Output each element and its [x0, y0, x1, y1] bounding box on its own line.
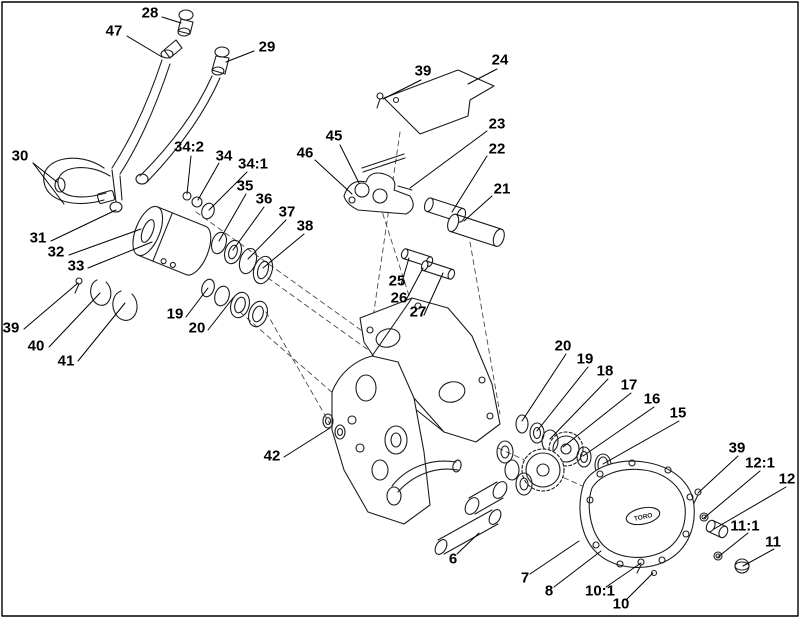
leader-line: [161, 16, 182, 24]
leader-line: [32, 162, 65, 205]
leader-line: [32, 162, 58, 183]
leader-line: [232, 206, 265, 251]
leader-line: [456, 532, 480, 555]
leader-line: [742, 548, 775, 567]
fitting-29: [211, 46, 230, 76]
leader-line: [48, 292, 101, 348]
pivot-pins: [400, 197, 505, 280]
seal-stack: [210, 231, 274, 285]
toro-logo-badge: [625, 506, 661, 526]
leader-line: [521, 353, 567, 422]
retaining-rings: [74, 277, 138, 321]
leader-line: [218, 193, 247, 242]
leader-line: [529, 540, 580, 575]
leader-line: [50, 209, 117, 242]
leader-line: [68, 228, 142, 256]
main-frame: [331, 297, 501, 525]
leader-line: [314, 159, 353, 195]
hose-30-loop: [43, 157, 116, 205]
leader-line: [717, 532, 749, 558]
washers-42: [322, 413, 346, 440]
gear-cover: TORO: [579, 459, 695, 568]
leader-line: [409, 130, 488, 189]
leader-line: [463, 195, 493, 222]
leader-line: [549, 378, 609, 440]
leader-line: [404, 267, 424, 303]
leader-line: [208, 171, 248, 211]
bearing-row: [201, 278, 269, 328]
bolt-11: [734, 558, 750, 574]
leader-line: [339, 144, 360, 184]
leader-line: [126, 35, 163, 58]
toro-logo-text: TORO: [633, 512, 653, 523]
hose-end-fitting: [135, 173, 149, 185]
leader-line: [23, 282, 79, 330]
plate-screw: [376, 92, 384, 109]
leader-line: [605, 562, 642, 588]
fitting-28: [177, 9, 194, 37]
cover-plate: [383, 69, 495, 135]
leader-line: [400, 257, 410, 286]
leader-line: [247, 219, 287, 260]
leader-line: [703, 470, 761, 519]
leader-line: [207, 297, 234, 331]
leader-line: [197, 162, 220, 201]
hydraulic-hose-assembly: [43, 9, 230, 213]
leader-line: [625, 572, 654, 601]
leader-line: [77, 302, 126, 362]
leader-line: [602, 420, 680, 465]
leader-line: [283, 427, 331, 458]
leader-line: [713, 486, 787, 530]
right-fasteners: [693, 488, 750, 574]
cover-screws: [636, 558, 658, 577]
leader-line: [423, 272, 444, 316]
leader-line: [553, 550, 602, 588]
leader-line: [87, 241, 153, 269]
leader-line: [467, 68, 498, 85]
valve-bracket: [343, 153, 414, 215]
leader-lines: [23, 16, 787, 601]
hydraulic-motor: [132, 205, 212, 276]
leader-line: [382, 79, 422, 100]
leader-line: [186, 155, 192, 195]
leader-line: [562, 392, 632, 448]
leader-line: [536, 366, 589, 432]
leader-line: [185, 287, 209, 318]
leader-line: [697, 455, 739, 494]
leader-line: [225, 50, 255, 63]
leader-line: [451, 155, 488, 213]
leader-line: [582, 406, 655, 457]
fitting-47: [160, 39, 183, 59]
leader-line: [262, 233, 305, 269]
lower-shafts: [391, 459, 508, 555]
